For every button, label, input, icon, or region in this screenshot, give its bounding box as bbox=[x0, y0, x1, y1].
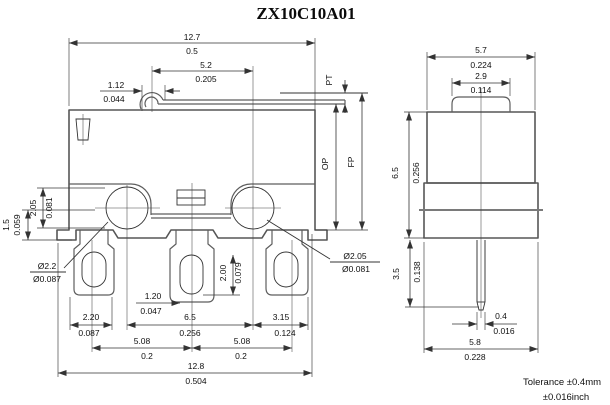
dim-slot-width-mm: 1.20 bbox=[145, 291, 162, 301]
dim-plunger-width-inch: 0.114 bbox=[471, 85, 492, 95]
label-free-position: FP bbox=[346, 156, 356, 167]
dim-base-lip-inch: 0.059 bbox=[12, 214, 22, 236]
dim-base-lip-mm: 1.5 bbox=[1, 219, 11, 231]
left-hole-leader bbox=[63, 221, 109, 269]
right-hole-boss bbox=[230, 183, 315, 215]
dim-left-hole-dia-inch: Ø0.087 bbox=[33, 274, 61, 284]
dim-slot-height-inch: 0.079 bbox=[233, 262, 243, 284]
dim-pin-width-inch: 0.016 bbox=[493, 326, 515, 336]
side-view: 5.7 0.224 2.9 0.114 6.5 0.256 3.5 0.138 … bbox=[390, 45, 543, 362]
label-pretravel: PT bbox=[324, 75, 334, 86]
dim-base-width-inch: 0.228 bbox=[464, 352, 486, 362]
terminal-left-slot bbox=[81, 251, 107, 288]
dim-lever-span-mm: 5.2 bbox=[200, 60, 212, 70]
dim-terminal-right-span-inch: 0.124 bbox=[274, 328, 296, 338]
dim-hole-height-inch: 0.081 bbox=[44, 197, 54, 219]
dim-side-body-height-mm: 6.5 bbox=[390, 167, 400, 179]
dim-body-width-inch: 0.5 bbox=[186, 46, 198, 56]
dim-plunger-width-mm: 2.9 bbox=[475, 71, 487, 81]
right-hole-leader bbox=[266, 219, 331, 260]
dim-terminal-left-width-inch: 0.087 bbox=[78, 328, 100, 338]
dim-lever-span-inch: 0.205 bbox=[195, 74, 217, 84]
dim-hole-spacing-mm: 6.5 bbox=[184, 312, 196, 322]
terminal-left bbox=[73, 230, 115, 296]
dim-pitch-left-mm: 5.08 bbox=[134, 336, 151, 346]
dim-pin-length-mm: 3.5 bbox=[391, 268, 401, 280]
dim-terminal-left-width-mm: 2.20 bbox=[83, 312, 100, 322]
dim-side-body-width-mm: 5.7 bbox=[475, 45, 487, 55]
tolerance-note-inch: ±0.016inch bbox=[543, 392, 589, 403]
dim-right-hole-dia-mm: Ø2.05 bbox=[343, 251, 366, 261]
dim-pitch-left-inch: 0.2 bbox=[141, 351, 153, 361]
front-view: 12.7 0.5 5.2 0.205 1.12 0.044 2.05 0.081… bbox=[1, 32, 380, 386]
dim-hinge-curl-mm: 1.12 bbox=[108, 80, 125, 90]
dim-overall-width-mm: 12.8 bbox=[188, 361, 205, 371]
dim-overall-width-inch: 0.504 bbox=[185, 376, 207, 386]
dim-base-width-mm: 5.8 bbox=[469, 337, 481, 347]
front-dimension-lines bbox=[25, 40, 365, 376]
dim-slot-width-inch: 0.047 bbox=[140, 306, 162, 316]
terminal-right-slot bbox=[273, 251, 299, 288]
dim-right-hole-dia-inch: Ø0.081 bbox=[342, 264, 370, 274]
dim-hinge-curl-inch: 0.044 bbox=[103, 94, 125, 104]
lever-hinge-curl-inner bbox=[144, 96, 159, 108]
dim-hole-height-mm: 2.05 bbox=[28, 199, 38, 216]
dim-pin-length-inch: 0.138 bbox=[412, 261, 422, 283]
terminal-center-slot bbox=[179, 254, 204, 295]
dim-pin-width-mm: 0.4 bbox=[495, 311, 507, 321]
center-detail bbox=[176, 189, 206, 206]
dim-terminal-right-span-mm: 3.15 bbox=[273, 312, 290, 322]
drawing-title: ZX10C10A01 bbox=[256, 4, 355, 23]
terminal-right bbox=[265, 230, 309, 296]
left-hole-boss bbox=[69, 183, 152, 215]
lever-hinge-curl-outer bbox=[139, 92, 164, 110]
dim-slot-height-mm: 2.00 bbox=[218, 264, 228, 281]
dim-pitch-right-mm: 5.08 bbox=[234, 336, 251, 346]
dim-left-hole-dia-mm: Ø2.2 bbox=[38, 261, 57, 271]
dim-pitch-right-inch: 0.2 bbox=[235, 351, 247, 361]
front-extension-lines bbox=[22, 38, 368, 377]
side-dimension-lines bbox=[406, 54, 538, 352]
mold-mark-symbol bbox=[75, 118, 91, 141]
dim-side-body-width-inch: 0.224 bbox=[470, 60, 492, 70]
label-operating-position: OP bbox=[320, 158, 330, 171]
dim-body-width-mm: 12.7 bbox=[184, 32, 201, 42]
dim-hole-spacing-inch: 0.256 bbox=[179, 328, 201, 338]
tolerance-note-mm: Tolerance ±0.4mm bbox=[523, 377, 601, 388]
dim-side-body-height-inch: 0.256 bbox=[411, 162, 421, 184]
